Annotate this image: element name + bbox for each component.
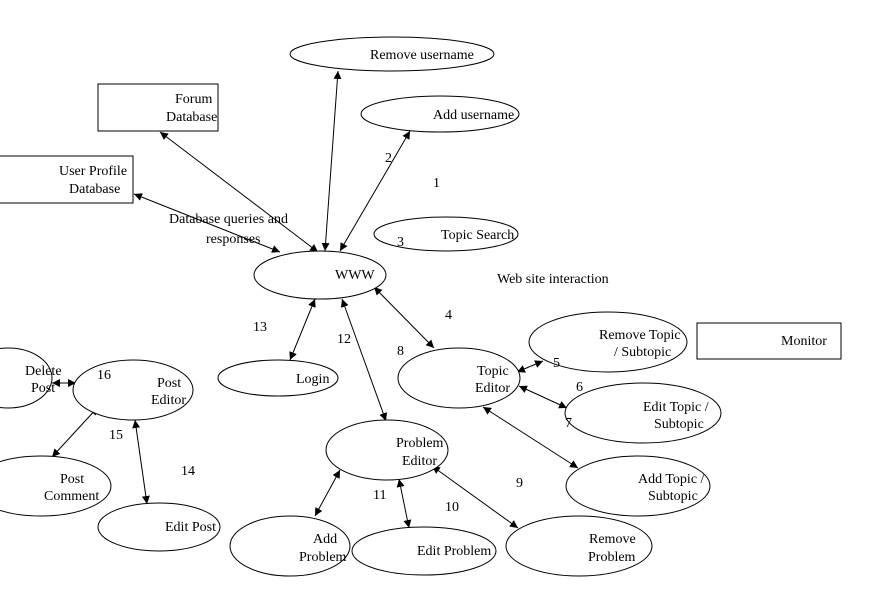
remove-problem-node: Remove Problem: [505, 515, 653, 577]
forum-database-label-line1: Forum: [175, 92, 212, 107]
edge-number-10: 10: [445, 500, 459, 515]
edge-topic-editor-edit-topic: [518, 385, 568, 409]
edge-number-16: 16: [97, 368, 111, 383]
edit-topic-node: Edit Topic / Subtopic: [564, 382, 722, 444]
post-editor-node: Post Editor: [72, 359, 194, 421]
web-site-interaction-annotation: Web site interaction: [497, 272, 609, 287]
post-editor-label-line2: Editor: [151, 393, 186, 408]
edit-post-label: Edit Post: [165, 520, 216, 535]
delete-post-node: Delete Post: [0, 347, 62, 409]
delete-post-label-line1: Delete: [25, 364, 62, 379]
add-topic-label-line1: Add Topic /: [638, 472, 705, 487]
edge-number-11: 11: [373, 488, 386, 503]
add-username-label: Add username: [433, 108, 514, 123]
remove-problem-label-line1: Remove: [589, 532, 636, 547]
edge-post-editor-post-comment: [51, 406, 99, 458]
edge-number-13: 13: [253, 320, 267, 335]
edge-number-7: 7: [565, 416, 572, 431]
post-comment-label-line2: Comment: [44, 489, 99, 504]
edge-www-login: [289, 298, 316, 361]
add-username-node: Add username: [360, 95, 520, 133]
edge-number-14: 14: [181, 464, 195, 479]
edge-user-db-www: [133, 193, 281, 253]
problem-editor-label-line2: Editor: [402, 454, 437, 469]
edge-number-4: 4: [445, 308, 452, 323]
topic-editor-node: Topic Editor: [397, 347, 521, 409]
edge-number-3: 3: [397, 235, 404, 250]
edge-post-editor-edit-post: [132, 419, 150, 505]
edit-post-node: Edit Post: [97, 502, 221, 552]
edge-remove-username-www: [321, 70, 342, 252]
edge-problem-editor-remove-problem: [431, 465, 519, 529]
edge-forum-db-www: [159, 131, 319, 253]
edge-number-8: 8: [397, 344, 404, 359]
edge-problem-editor-edit-problem: [396, 478, 412, 529]
user-profile-database-label-line1: User Profile: [59, 164, 127, 179]
edge-add-username-www: [339, 130, 411, 252]
post-editor-label-line1: Post: [157, 376, 181, 391]
edit-topic-label-line1: Edit Topic /: [643, 400, 709, 415]
edge-number-15: 15: [109, 428, 123, 443]
edge-topic-editor-remove-topic: [516, 360, 544, 373]
edit-topic-label-line2: Subtopic: [654, 417, 704, 432]
problem-editor-label-line1: Problem: [396, 436, 444, 451]
topic-search-node: Topic Search: [373, 216, 519, 252]
add-problem-label-line2: Problem: [299, 550, 347, 565]
edge-number-6: 6: [576, 380, 583, 395]
db-queries-annotation-line2: responses: [206, 232, 260, 247]
user-profile-database-box: User Profile Database: [0, 155, 134, 204]
edge-www-problem-editor: [340, 298, 388, 422]
login-label: Login: [296, 372, 329, 387]
remove-topic-node: Remove Topic / Subtopic: [528, 311, 688, 373]
connectors: [51, 70, 579, 529]
edge-numbers: 1 2 3 4 5 6 7 8 9 10 11 12 13 14 15 16: [97, 151, 583, 515]
user-profile-database-label-line2: Database: [69, 182, 120, 197]
post-comment-node: Post Comment: [0, 455, 112, 517]
forum-database-label-line2: Database: [166, 110, 217, 125]
edit-problem-label: Edit Problem: [417, 544, 491, 559]
edge-number-12: 12: [337, 332, 351, 347]
edit-problem-node: Edit Problem: [351, 526, 497, 576]
edge-problem-editor-add-problem: [314, 469, 341, 517]
remove-username-label: Remove username: [370, 48, 474, 63]
www-node: WWW: [253, 250, 387, 300]
edge-www-topic-editor: [373, 286, 435, 349]
forum-database-box: Forum Database: [97, 83, 219, 132]
edge-number-9: 9: [516, 476, 523, 491]
topic-search-label: Topic Search: [441, 228, 514, 243]
db-queries-annotation-line1: Database queries and: [169, 212, 288, 227]
monitor-label: Monitor: [781, 334, 827, 349]
remove-topic-label-line2: / Subtopic: [614, 345, 671, 360]
post-comment-label-line1: Post: [60, 472, 84, 487]
remove-username-node: Remove username: [289, 36, 495, 72]
www-label: WWW: [335, 268, 375, 283]
add-topic-node: Add Topic / Subtopic: [565, 455, 711, 517]
topic-editor-label-line1: Topic: [477, 364, 509, 379]
problem-editor-node: Problem Editor: [325, 419, 449, 481]
edge-number-2: 2: [385, 151, 392, 166]
add-problem-node: Add Problem: [229, 515, 351, 577]
add-topic-label-line2: Subtopic: [648, 489, 698, 504]
monitor-box: Monitor: [696, 322, 842, 360]
add-problem-label-line1: Add: [313, 532, 337, 547]
remove-topic-label-line1: Remove Topic: [599, 328, 681, 343]
remove-problem-label-line2: Problem: [588, 550, 636, 565]
edge-topic-editor-add-topic: [482, 406, 579, 469]
topic-editor-label-line2: Editor: [475, 381, 510, 396]
login-node: Login: [217, 359, 339, 397]
delete-post-label-line2: Post: [31, 381, 55, 396]
edge-number-1: 1: [433, 176, 440, 191]
edge-number-5: 5: [553, 356, 560, 371]
